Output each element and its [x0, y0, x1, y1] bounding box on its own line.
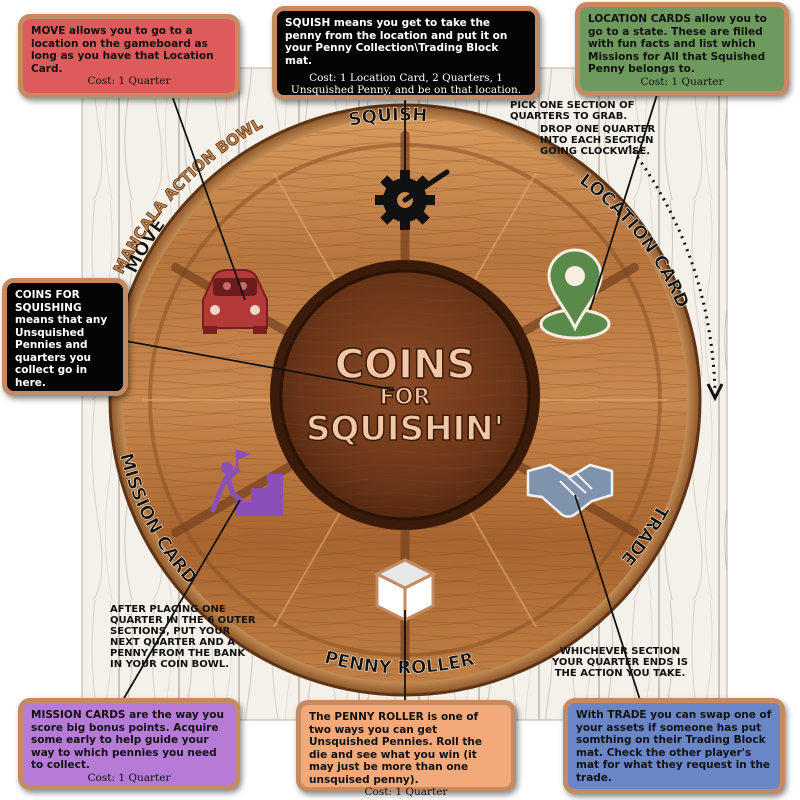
handshake-icon	[526, 463, 614, 518]
callout-mission-cost: Cost: 1 Quarter	[87, 771, 171, 784]
callout-squish-text: means you get to take the penny from the…	[285, 17, 508, 67]
location-pin-icon	[539, 248, 611, 340]
instruction-after: AFTER PLACING ONE QUARTER IN THE 6 OUTER…	[110, 604, 256, 670]
callout-move-cost: Cost: 1 Quarter	[87, 75, 171, 87]
clockwise-arrow	[623, 139, 717, 391]
callout-roller: The PENNY ROLLER is one of two ways you …	[296, 700, 516, 798]
callout-coins: COINS FOR SQUISHING means that any Unsqu…	[2, 278, 128, 396]
callout-location-text: allow you to go to a state. These are fi…	[588, 13, 767, 75]
callout-location: LOCATION CARDS allow you to go to a stat…	[575, 2, 789, 96]
callout-coins-text: means that any Unsquished Pennies and qu…	[15, 314, 108, 389]
callout-location-lead: LOCATION CARDS	[588, 13, 691, 25]
callout-location-cost: Cost: 1 Quarter	[640, 75, 724, 88]
callout-trade-text: you can swap one of your assets if someo…	[576, 709, 772, 784]
callout-mission-lead: MISSION CARDS	[31, 709, 126, 721]
callout-move-text: allows you to go to a location on the ga…	[31, 25, 214, 75]
mission-stairs-icon	[209, 450, 283, 516]
callout-squish: SQUISH means you get to take the penny f…	[272, 6, 540, 100]
callout-move-lead: MOVE	[31, 25, 66, 37]
callout-coins-lead: COINS FOR SQUISHING	[15, 289, 82, 314]
instruction-pick: PICK ONE SECTION OF QUARTERS TO GRAB.	[510, 100, 635, 122]
callout-trade-lead: With TRADE	[576, 709, 647, 721]
instruction-drop: DROP ONE QUARTER INTO EACH SECTION GOING…	[540, 124, 656, 157]
title-squishin: SQUISHIN'	[306, 409, 504, 449]
board-title: COINS FOR SQUISHIN'	[305, 341, 505, 450]
callout-roller-text: is one of two ways you can get Unsquishe…	[309, 711, 483, 786]
callout-roller-lead: The PENNY ROLLER	[309, 711, 424, 723]
instruction-whichever: WHICHEVER SECTION YOUR QUARTER ENDS IS T…	[552, 646, 688, 679]
callout-mission: MISSION CARDS are the way you score big …	[18, 698, 240, 790]
callout-move: MOVE allows you to go to a location on t…	[18, 14, 240, 98]
car-icon	[202, 269, 268, 334]
callout-roller-cost: Cost: 1 Quarter	[364, 786, 448, 798]
callout-trade: With TRADE you can swap one of your asse…	[563, 698, 785, 794]
connector-lines	[119, 84, 661, 706]
callout-mission-text: are the way you score big bonus points. …	[31, 709, 224, 771]
callout-squish-lead: SQUISH	[285, 17, 331, 29]
title-coins: COINS	[335, 342, 476, 388]
callout-squish-cost: Cost: 1 Location Card, 2 Quarters, 1 Uns…	[290, 72, 522, 96]
